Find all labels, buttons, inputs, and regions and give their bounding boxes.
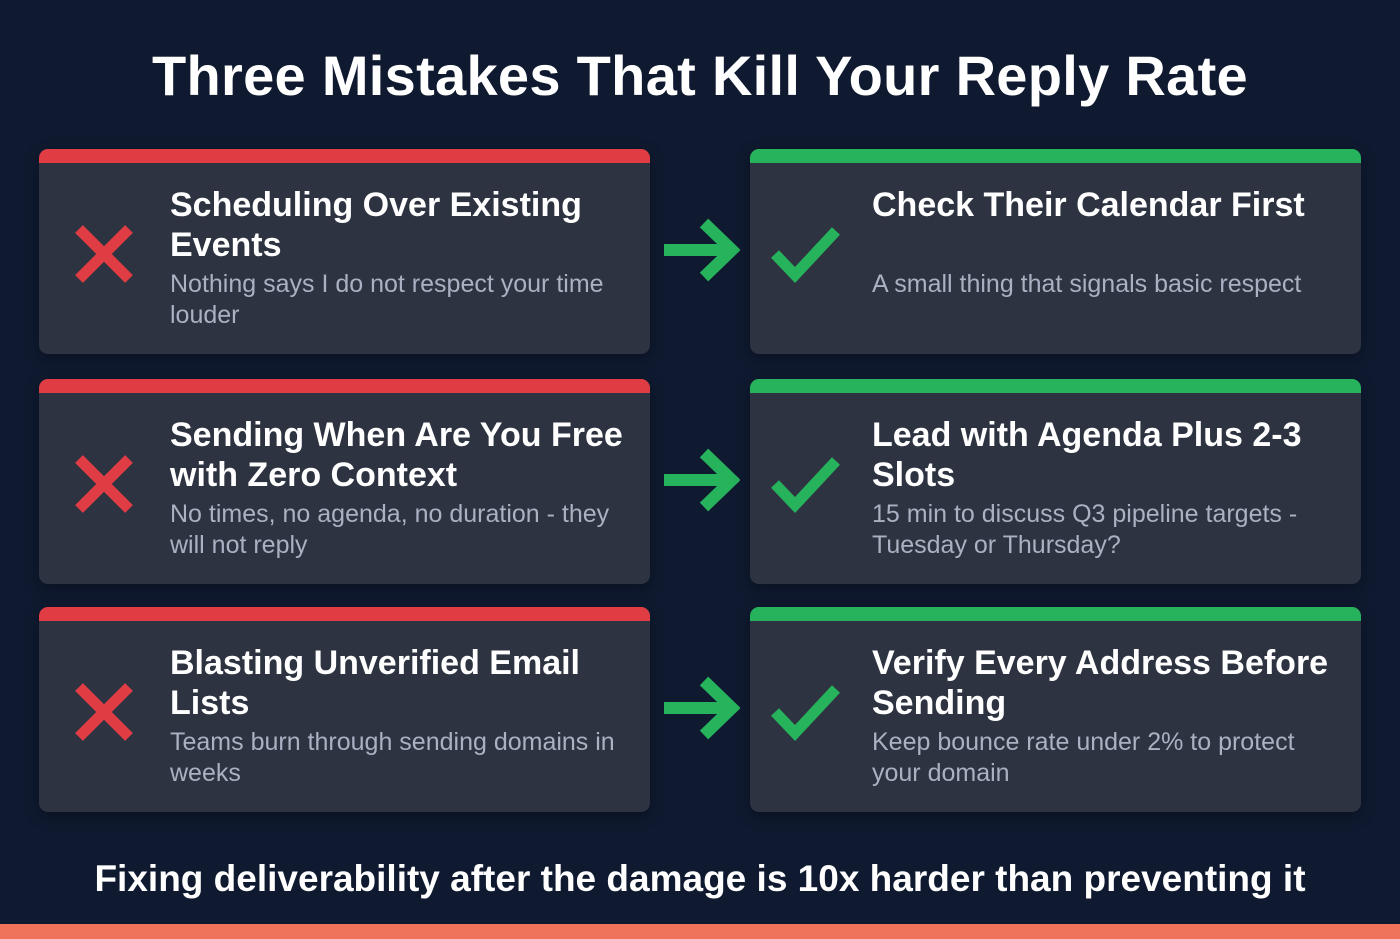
check-icon [771, 227, 840, 284]
mistake-accent-bar [39, 379, 650, 393]
fix-card: Verify Every Address Before Sending Keep… [750, 607, 1361, 812]
x-icon [75, 225, 133, 283]
page-title: Three Mistakes That Kill Your Reply Rate [151, 44, 1248, 107]
fix-description: Keep bounce rate under 2% to protect you… [872, 728, 1295, 787]
fix-heading: Check Their Calendar First [872, 186, 1305, 224]
arrow-right-icon [664, 676, 740, 740]
arrow-right-icon [664, 218, 740, 282]
x-icon [75, 455, 133, 513]
mistake-heading: Sending When Are You Free with Zero Cont… [170, 416, 623, 494]
fix-accent-bar [750, 379, 1361, 393]
mistake-card: Scheduling Over Existing Events Nothing … [39, 149, 650, 354]
mistake-card: Sending When Are You Free with Zero Cont… [39, 379, 650, 584]
check-icon [771, 685, 840, 742]
fix-heading: Verify Every Address Before Sending [872, 644, 1329, 722]
mistake-accent-bar [39, 607, 650, 621]
mistake-heading: Scheduling Over Existing Events [170, 186, 582, 264]
fix-accent-bar [750, 607, 1361, 621]
fix-description: A small thing that signals basic respect [872, 270, 1302, 298]
footer-tagline: Fixing deliverability after the damage i… [94, 858, 1306, 899]
mistake-description: No times, no agenda, no duration - they … [170, 500, 610, 559]
fix-accent-bar [750, 149, 1361, 163]
check-icon [771, 457, 840, 514]
fix-card: Check Their Calendar First A small thing… [750, 149, 1361, 354]
mistake-accent-bar [39, 149, 650, 163]
mistake-description: Nothing says I do not respect your time … [170, 270, 604, 329]
fix-card: Lead with Agenda Plus 2-3 Slots 15 min t… [750, 379, 1361, 584]
fix-heading: Lead with Agenda Plus 2-3 Slots [872, 416, 1302, 494]
mistake-card: Blasting Unverified Email Lists Teams bu… [39, 607, 650, 812]
mistake-description: Teams burn through sending domains in we… [170, 728, 615, 787]
x-icon [75, 683, 133, 741]
mistake-heading: Blasting Unverified Email Lists [170, 644, 580, 722]
footer-accent-band [0, 924, 1400, 939]
fix-description: 15 min to discuss Q3 pipeline targets - … [872, 500, 1298, 559]
arrow-right-icon [664, 448, 740, 512]
